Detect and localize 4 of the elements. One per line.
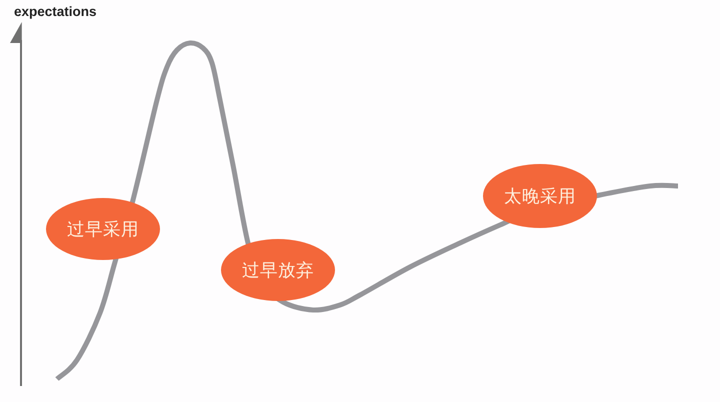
phase-oval: 过早采用 (46, 198, 160, 260)
axis-title: expectations (14, 4, 97, 19)
phase-oval: 太晚采用 (483, 164, 597, 228)
phase-oval: 过早放弃 (221, 239, 335, 301)
